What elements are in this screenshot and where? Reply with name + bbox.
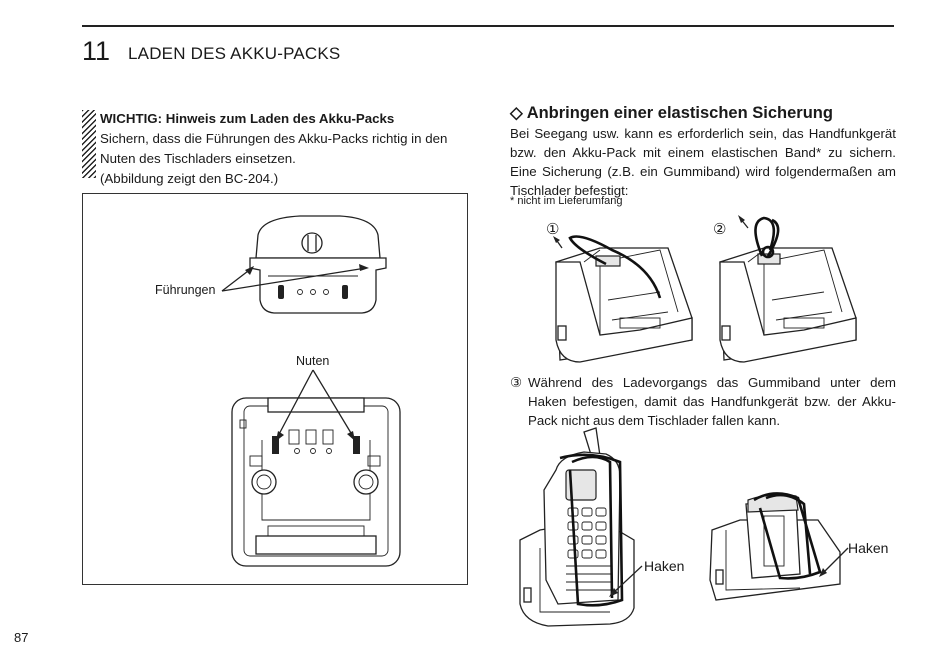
label-guides: Führungen [155,283,216,297]
important-title: WICHTIG: Hinweis zum Laden des Akku-Pack… [100,111,395,126]
header-rule [82,25,894,27]
important-body: Sichern, dass die Führungen des Akku-Pac… [100,131,448,166]
section-paragraph: Bei Seegang usw. kann es erforderlich se… [510,126,896,198]
chapter-number: 11 [82,36,111,66]
charger-top-view [231,397,401,567]
label-hook-left: Haken [644,558,685,574]
battery-in-charger [709,492,841,601]
section-heading-text: Anbringen einer elastischen Sicherung [526,104,833,122]
figure-caption: (Abbildung zeigt den BC-204.) [100,171,279,186]
step1-marker: ① [546,221,560,238]
footnote: * nicht im Lieferumfang [510,195,623,207]
charger-step2 [719,216,857,363]
page-number: 87 [14,630,29,645]
chapter-title: LADEN DES AKKU-PACKS [128,44,341,63]
charger-step1 [555,235,693,363]
radio-in-charger [519,427,635,627]
important-notice: WICHTIG: Hinweis zum Laden des Akku-Pack… [100,109,470,189]
important-hatch-mark [82,110,96,178]
charger-figure-box [82,193,468,585]
step2-marker: ② [713,221,727,238]
label-hook-right: Haken [848,540,889,556]
label-grooves: Nuten [296,354,330,368]
diamond-icon: ◇ [510,104,523,122]
section-heading: ◇ Anbringen einer elastischen Sicherung [510,103,833,123]
step3-marker: ③ [510,375,522,390]
step3-text: Während des Ladevorgangs das Gummiband u… [528,375,896,428]
